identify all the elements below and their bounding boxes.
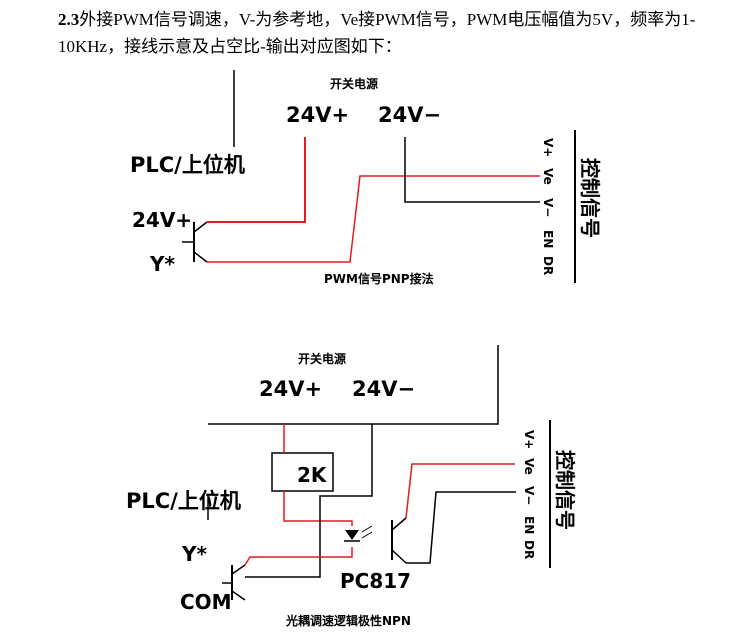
pnp-pin-dr: DR	[541, 256, 555, 275]
npn-plc-com-label: COM	[180, 590, 232, 614]
pnp-pin-vplus: V+	[541, 138, 555, 157]
npn-power-title: 开关电源	[298, 351, 346, 366]
pnp-diagram: 开关电源 24V+ 24V− PLC/上位机 24V+ Y* V+ Ve V− …	[130, 70, 602, 286]
pnp-ground-wire	[404, 137, 540, 203]
pnp-pin-en: EN	[541, 230, 555, 248]
npn-controller-label: PLC/上位机	[126, 489, 241, 513]
npn-pin-vminus: V−	[522, 486, 536, 505]
npn-v-minus-label: 24V−	[352, 377, 415, 401]
npn-signal-label-group: 控制信号	[553, 450, 577, 530]
pnp-pin-vminus: V−	[541, 198, 555, 217]
npn-pin-labels: V+ Ve V− EN DR	[522, 430, 536, 559]
npn-pin-dr: DR	[522, 540, 536, 559]
pnp-v-plus-label: 24V+	[286, 103, 349, 127]
pnp-controller-label: PLC/上位机	[130, 153, 245, 177]
section-number: 2.3	[58, 10, 80, 29]
npn-ground-wire	[245, 424, 373, 578]
pnp-pwm-signal-wire	[207, 175, 540, 263]
npn-pin-en: EN	[522, 516, 536, 534]
pnp-v-minus-label: 24V−	[378, 103, 441, 127]
npn-resistor-to-led-wire	[283, 491, 353, 526]
section-text: 外接PWM信号调速，V-为参考地，Ve接PWM信号，PWM电压幅值为5V，频率为…	[58, 10, 696, 56]
npn-caption: 光耦调速逻辑极性NPN	[285, 613, 411, 628]
pnp-plc-24v-label: 24V+	[132, 208, 192, 232]
pnp-signal-label-group: 控制信号	[578, 158, 602, 238]
pnp-pin-ve: Ve	[541, 168, 555, 185]
npn-resistor-label: 2K	[297, 463, 328, 487]
npn-resistor	[271, 452, 334, 492]
npn-power-box	[208, 345, 499, 425]
npn-optocoupler-transistor	[391, 517, 407, 564]
npn-ve-signal-wire	[405, 463, 515, 519]
pnp-transistor-symbol	[182, 221, 208, 263]
npn-plc-y-label: Y*	[181, 542, 207, 566]
pnp-plc-y-label: Y*	[149, 252, 175, 276]
pnp-power-title: 开关电源	[330, 76, 378, 91]
npn-y-to-led-wire	[244, 547, 353, 566]
section-heading: 2.3外接PWM信号调速，V-为参考地，Ve接PWM信号，PWM电压幅值为5V，…	[58, 6, 718, 60]
npn-optocoupler-led	[344, 525, 373, 542]
npn-plc-transistor-symbol	[222, 564, 246, 601]
npn-signal-label: 控制信号	[553, 450, 577, 530]
pnp-signal-label: 控制信号	[578, 158, 602, 238]
npn-v-plus-label: 24V+	[259, 377, 322, 401]
npn-diagram: 开关电源 24V+ 24V− 2K PLC/上位机 Y* COM	[126, 345, 577, 628]
pnp-pin-labels: V+ Ve V− EN DR	[541, 138, 555, 275]
npn-vminus-wire	[406, 491, 516, 564]
pnp-caption: PWM信号PNP接法	[324, 271, 434, 286]
npn-pin-vplus: V+	[522, 430, 536, 449]
npn-pin-ve: Ve	[522, 458, 536, 475]
npn-optocoupler-label: PC817	[340, 569, 411, 593]
pnp-24v-supply-wire	[207, 137, 306, 223]
